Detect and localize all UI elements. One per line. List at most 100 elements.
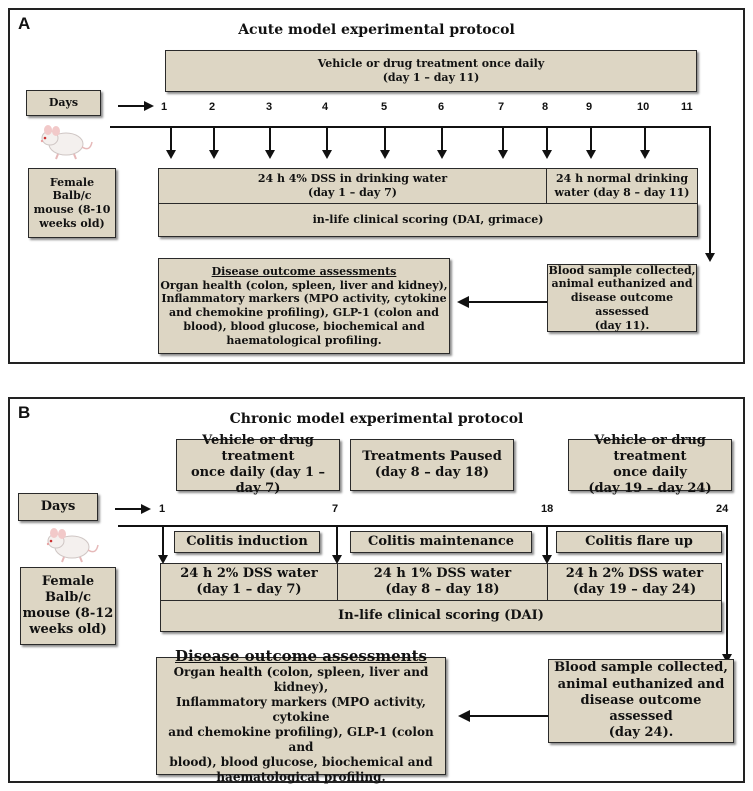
day-number: 6 [438,101,445,113]
day-arrow-head [380,150,390,159]
dss2-line-1: 24 h 1% DSS water [373,565,512,581]
phase1-text: Colitis induction [186,533,308,549]
outcome-arrow-head [458,710,470,722]
day-arrow-head [332,555,342,564]
days-label: Days [48,96,79,110]
day-arrow [162,526,164,556]
outcome-line: Inflammatory markers (MPO activity, cyto… [161,292,447,306]
phase3-text: Colitis flare up [585,533,693,549]
treatment-paused-box: Treatments Paused (day 8 – day 18) [350,439,514,491]
dss3-line-2: (day 19 – day 24) [572,582,697,597]
day-number: 1 [159,503,166,515]
outcome-title: Disease outcome assessments [211,264,397,278]
day-number: 11 [681,101,693,113]
days-label-box: Days [18,493,98,521]
days-arrow-line [115,508,143,510]
dss2-line-2: (day 8 – day 18) [385,582,500,597]
blood-line: disease outcome assessed [570,291,674,318]
normal-line-2: water (day 8 – day 11) [554,186,690,199]
mouse-icon [40,125,93,160]
outcome-box: Disease outcome assessments Organ health… [156,647,446,784]
timeline-drop-arrow [722,654,732,663]
day-number: 5 [381,101,388,113]
scoring-text: In-life clinical scoring (DAI) [338,607,544,623]
day-arrow [644,127,646,151]
day-number: 9 [586,101,593,113]
day-number: 3 [266,101,273,113]
treat2-line-3: (day 19 – day 24) [588,481,712,497]
dss-box-1: 24 h 2% DSS water (day 1 – day 7) [160,563,338,601]
day-number: 7 [498,101,505,113]
dss1-line-1: 24 h 2% DSS water [180,565,318,581]
treatment-box: Vehicle or drug treatment once daily (da… [165,50,697,92]
treatment-box-2: Vehicle or drug treatment once daily (da… [568,433,732,496]
day-arrow-head [158,555,168,564]
day-number: 18 [541,503,554,515]
outcome-arrow-head [457,296,469,308]
days-label: Days [40,498,76,514]
day-number: 2 [209,101,216,113]
day-arrow-head [586,150,596,159]
normal-line-1: 24 h normal drinking [555,172,689,186]
day-arrow-head [265,150,275,159]
day-arrow-head [498,150,508,159]
mouse-box: Female Balb/c mouse (8-12 weeks old) [20,567,116,645]
blood-line: (day 24). [608,725,674,741]
days-arrow-head [144,101,154,111]
mouse-box: Female Balb/c mouse (8-10 weeks old) [28,168,116,238]
outcome-line: Inflammatory markers (MPO activity, cyto… [176,695,426,725]
timeline-drop-line [726,525,728,655]
mouse-line-2: mouse (8-10 [33,203,111,216]
outcome-line: and chemokine profiling), GLP-1 (colon a… [168,725,434,755]
outcome-title: Disease outcome assessments [175,646,427,665]
day-arrow [336,526,338,556]
panel-a: A Acute model experimental protocol Vehi… [8,8,745,364]
blood-line: animal euthanized and [551,277,693,291]
treatment-line-1: Vehicle or drug treatment once daily [317,57,545,71]
dss-box-2: 24 h 1% DSS water (day 8 – day 18) [337,563,548,601]
day-number: 4 [322,101,329,113]
outcome-arrow-line [468,715,548,717]
day-arrow-head [437,150,447,159]
dss-box-3: 24 h 2% DSS water (day 19 – day 24) [547,563,722,601]
day-arrow [546,526,548,556]
blood-box: Blood sample collected, animal euthanize… [548,659,734,743]
treatment-line-2: (day 1 – day 11) [382,71,480,84]
outcome-line: haematological profiling. [216,770,386,785]
day-arrow [170,127,172,151]
dss-line-1: 24 h 4% DSS in drinking water [257,172,448,186]
day-arrow-head [209,150,219,159]
treat1-line-1: Vehicle or drug treatment [202,432,314,464]
outcome-arrow-line [467,301,547,303]
day-arrow [213,127,215,151]
dss3-line-1: 24 h 2% DSS water [565,565,704,581]
mouse-line-3: weeks old) [39,216,105,230]
blood-line: (day 11). [594,318,650,332]
treatment-box-1: Vehicle or drug treatment once daily (da… [176,433,340,496]
day-arrow [269,127,271,151]
blood-line: Blood sample collected, [548,263,696,277]
day-number: 24 [716,503,729,515]
panel-a-title: Acute model experimental protocol [238,22,515,38]
outcome-line: blood), blood glucose, biochemical and [169,755,433,770]
outcome-line: Organ health (colon, spleen, liver and k… [173,665,429,695]
scoring-text: in-life clinical scoring (DAI, grimace) [312,213,544,227]
treat2-line-1: Vehicle or drug treatment [594,432,706,464]
blood-line: Blood sample collected, [554,660,728,676]
phase-maintenance-box: Colitis maintenance [350,531,532,553]
mouse-line-3: weeks old) [29,622,107,638]
timeline-drop-arrow [705,253,715,262]
timeline-drop-line [709,126,711,254]
outcome-line: and chemokine profiling), GLP-1 (colon a… [169,306,439,319]
dss1-line-2: (day 1 – day 7) [196,582,302,597]
day-number: 10 [637,101,650,113]
scoring-box: In-life clinical scoring (DAI) [160,600,722,632]
treat1-line-2: once daily (day 1 – day 7) [190,465,326,497]
panel-a-label: A [18,14,31,33]
outcome-box: Disease outcome assessments Organ health… [158,258,450,354]
mouse-line-1: Female Balb/c [41,573,95,605]
phase-flare-box: Colitis flare up [556,531,722,553]
day-arrow [384,127,386,151]
blood-line: animal euthanized and [557,676,725,692]
timeline-line [110,126,711,128]
